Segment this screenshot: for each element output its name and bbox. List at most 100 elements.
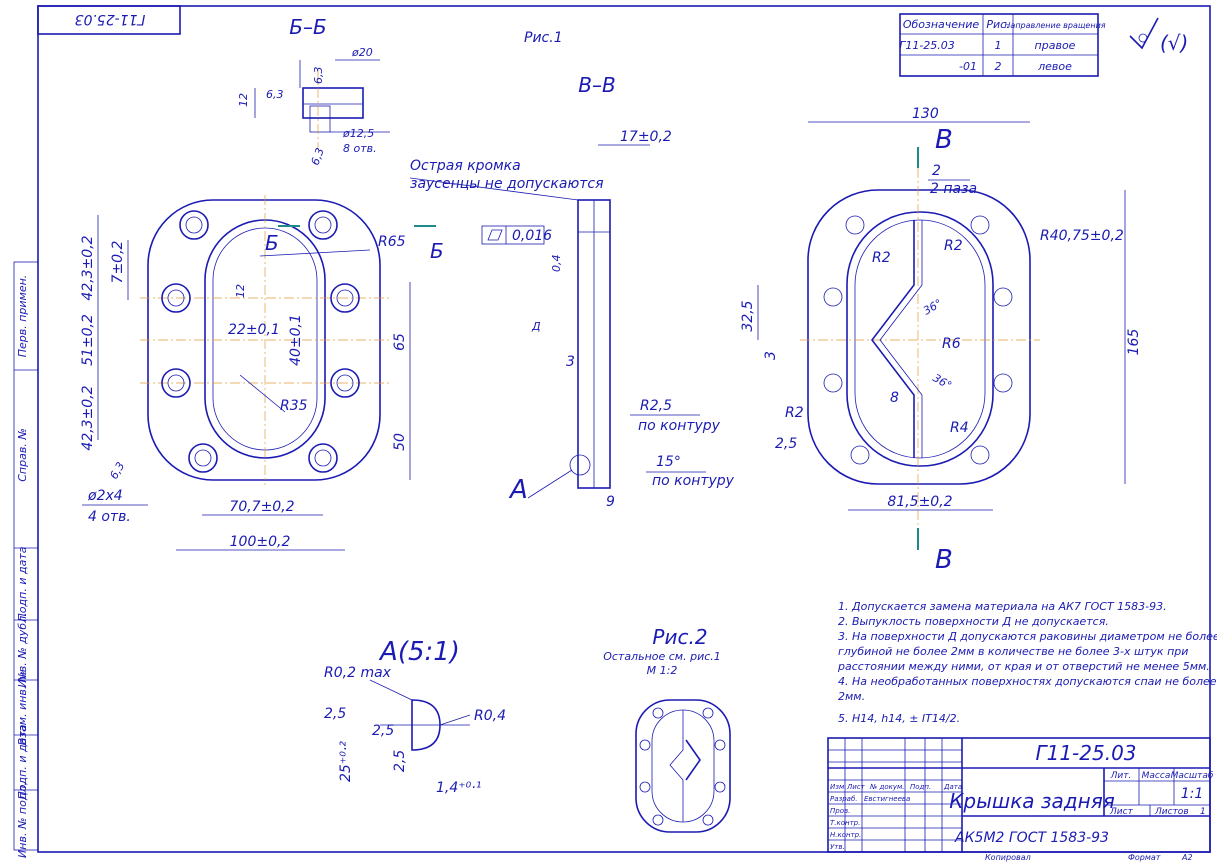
dim-v423b: 42,3±0,2 [80,385,96,450]
dim-s25: 2,5 [775,436,797,452]
roughness-symbol: (√) [1129,17,1188,55]
dim-r63d: 6,3 [107,460,127,482]
dim-v51: 51±0,2 [80,314,96,366]
dim-r2c: R2 [785,405,804,421]
section-bb-title: Б–Б [289,15,326,39]
note-2: 3. На поверхности Д допускаются раковины… [838,630,1217,643]
plan-view: 42,3±0,2 7±0,2 51±0,2 42,3±0,2 R65 12 22… [80,195,444,551]
stamp-podl: Инв. № подл. [16,782,29,858]
note-3: глубиной не более 2мм в количестве не бо… [838,645,1188,658]
variant-r1-c1: 2 [995,60,1002,73]
dim-h707: 70,7±0,2 [229,499,294,515]
dim-r04: R0,4 [474,708,506,724]
note-sharp2: заусенцы не допускаются [410,176,604,192]
detail-a: А(5:1) R0,2 max 2,5 2,5 2,5 25⁺⁰·² R0,4 … [324,637,506,796]
tb-nkontr: Н.контр. [830,831,861,839]
stamp-podp1: Подп. и дата [16,546,29,621]
dim-r02: R0,2 max [324,665,392,681]
right-view: В В 130 2 2 паза R40,75±0,2 R2 R2 32,5 3… [740,106,1142,575]
side-stamp-column: Перв. примен. Справ. № Подп. и дата Инв.… [13,261,39,858]
label-a: А [508,475,528,505]
tb-prov: Пров. [830,807,850,815]
dim-tol02: 25⁺⁰·² [338,741,354,782]
dim-w2: 2 [932,163,941,179]
drawing-code-rotated: Г11-25.03 [75,11,146,27]
dim-r2b: R2 [944,238,963,254]
fig2-note1: Остальное см. рис.1 [603,650,721,663]
note-4: расстоянии между ними, от края и от отве… [837,660,1210,673]
dim-r2a: R2 [872,250,891,266]
technical-notes: 1. Допускается замена материала на АК7 Г… [837,600,1217,725]
tb-col-list: Лист [846,783,866,791]
tb-sheets: Листов [1154,807,1189,817]
note-7: 5. Н14, h14, ± IT14/2. [838,712,960,725]
fig1-label: Рис.1 [524,30,563,46]
variant-header-2: Направление вращения [1004,21,1105,30]
section-mark-v-bottom: В [935,545,953,575]
tb-razrab: Разраб. [830,795,858,803]
tb-scale-label: Масштаб [1171,771,1214,781]
dim-r63a: 6,3 [266,88,284,101]
dim-h3: 3 [763,351,779,360]
dim-d17: 17±0,2 [620,129,672,145]
dim-s25c: 2,5 [392,750,408,772]
dim-v22: 22±0,1 [228,322,280,338]
tb-col-date: Дата [943,783,962,791]
tb-author: Евстигнеева [864,795,910,803]
dim-w815: 81,5±0,2 [887,494,952,510]
stamp-perv: Перв. примен. [16,275,29,358]
dim-t14: 1,4⁺⁰·¹ [436,780,481,796]
tb-lit: Лит. [1110,771,1132,781]
note-bycontour1: по контуру [638,418,721,434]
stamp-sprav: Справ. № [16,428,29,482]
dim-r6: R6 [942,336,961,352]
dim-flat: 0,016 [512,228,552,244]
variant-r1-c2: левое [1037,60,1072,73]
tb-copied: Копировал [985,853,1031,862]
dim-d8: 8 [890,390,899,406]
variant-r0-c2: правое [1035,39,1076,52]
tb-mass: Масса [1142,771,1171,781]
dim-r63c: 6,3 [309,146,327,167]
tb-col-izm: Изм. [830,783,846,791]
dim-holes2: ø2х4 [87,488,123,504]
stamp-vzam: Взам. инв. № [16,671,29,746]
dim-holes2n: 4 отв. [88,509,131,525]
dim-a36b: 36° [931,371,954,392]
dim-d12: 12 [237,93,250,107]
note-6: 2мм. [838,690,865,703]
stamp-dubl: Инв. № дубл. [16,612,29,687]
dim-v12: 12 [234,284,247,298]
label-d: Д [531,320,541,333]
variant-header-0: Обозначение [903,18,980,31]
dim-v40: 40±0,1 [288,314,304,366]
section-mark-b-left: Б [265,231,279,255]
tb-col-doc: № докум. [869,783,905,791]
variant-header-1: Рис. [986,18,1009,31]
dim-v423a: 42,3±0,2 [80,235,96,300]
tb-utv: Утв. [830,843,845,851]
dim-r63b: 6,3 [312,67,325,85]
section-vv-title: В–В [578,73,615,97]
title-block: Г11-25.03 Крышка задняя АК5М2 ГОСТ 1583-… [827,737,1214,862]
dim-h100: 100±0,2 [230,534,291,550]
dim-d20: ø20 [351,46,373,59]
tb-sheets-n: 1 [1200,807,1206,817]
section-vv-view: 17±0,2 Острая кромка заусенцы не допуска… [409,129,735,510]
tb-format: Формат [1128,853,1161,862]
tb-code: Г11-25.03 [1035,741,1136,765]
dim-a36a: 36° [921,297,944,318]
dim-r65: R65 [378,234,406,250]
dim-h165: 165 [1126,329,1142,356]
note-1: 2. Выпуклость поверхности Д не допускает… [838,615,1109,628]
section-mark-b-right: Б [430,239,444,263]
svg-text:(√): (√) [1160,31,1188,55]
fig2: Рис.2 Остальное см. рис.1 М 1:2 [603,625,731,833]
stamp-podp2: Подп. и дата [16,724,29,799]
tb-col-sign: Подп. [910,783,931,791]
tb-material: АК5М2 ГОСТ 1583-93 [954,830,1109,846]
dim-s25a: 2,5 [324,706,346,722]
detail-a-title: А(5:1) [378,637,460,667]
dim-v50: 50 [392,433,408,451]
